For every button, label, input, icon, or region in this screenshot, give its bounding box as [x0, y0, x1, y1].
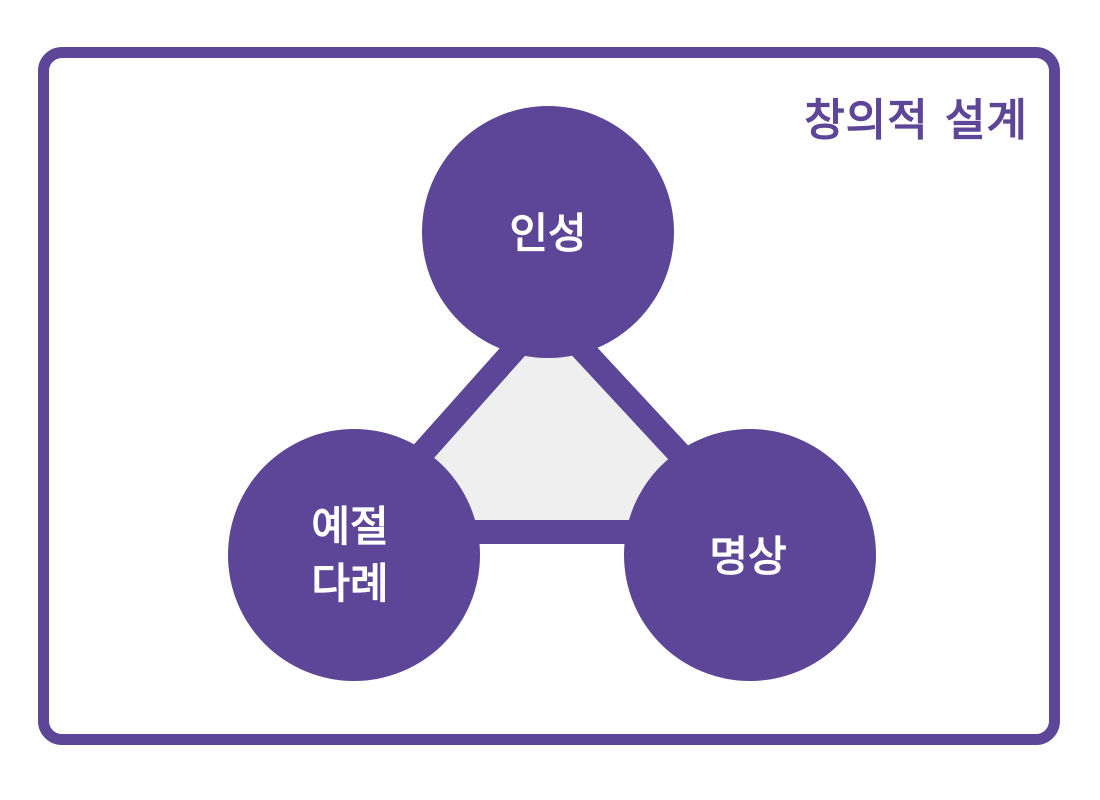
node-label-insung: 인성	[509, 209, 586, 258]
node-circle	[422, 106, 674, 358]
node-label-yejeol: 예절	[311, 502, 388, 551]
node-insung: 인성	[422, 106, 674, 358]
node-label-darye: 다례	[311, 559, 388, 608]
diagram-title: 창의적 설계	[804, 95, 1028, 146]
node-circle	[624, 429, 876, 681]
node-circle	[228, 429, 480, 681]
node-label-myeongsang: 명상	[709, 532, 786, 581]
node-yejeol-darye: 예절 다례	[228, 429, 480, 681]
node-myeongsang: 명상	[624, 429, 876, 681]
